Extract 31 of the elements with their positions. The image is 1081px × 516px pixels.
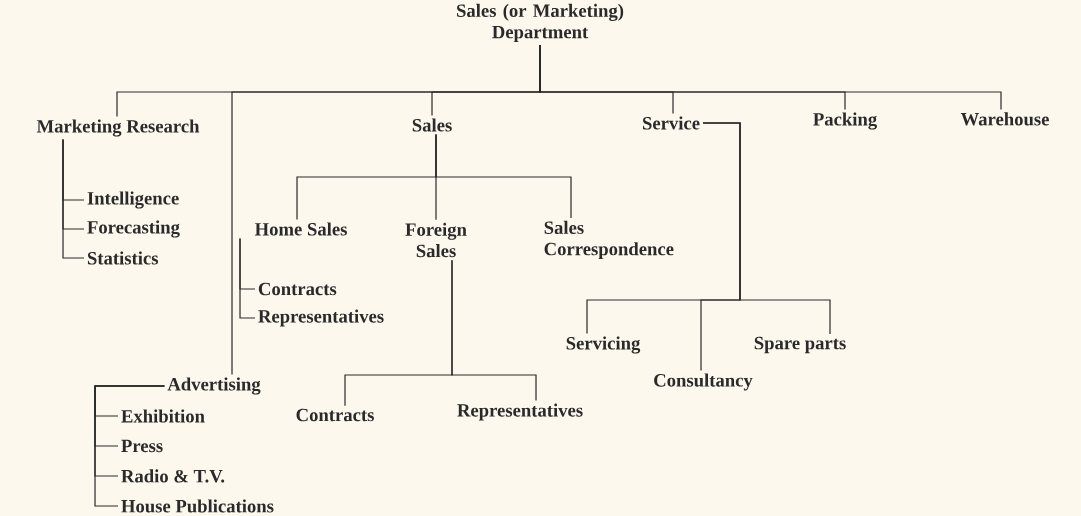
list-item: Radio & T.V.	[121, 469, 225, 483]
unit-label: Spare parts	[754, 336, 846, 354]
unit-label: Advertising	[167, 377, 261, 395]
unit-label: Packing	[813, 112, 877, 130]
unit-label: Consultancy	[654, 373, 753, 391]
department-heading: Sales (or Marketing) Department	[457, 3, 624, 43]
connector-line	[62, 138, 85, 259]
list-item: Representatives	[258, 309, 384, 327]
unit-label: Sales Correspondence	[544, 220, 674, 260]
unit-label: Home Sales	[254, 222, 347, 236]
unit-label: Representatives	[457, 403, 583, 421]
connector-line	[94, 385, 165, 507]
connector-line	[435, 133, 572, 219]
list-item: Exhibition	[121, 409, 205, 423]
list-item: Press	[121, 439, 163, 453]
connector-line	[702, 122, 831, 335]
unit-label: Marketing Research	[36, 119, 200, 137]
connector-line	[451, 259, 537, 402]
list-item: House Publications	[121, 499, 274, 513]
unit-label: Sales	[412, 118, 452, 132]
unit-label: Servicing	[566, 336, 641, 354]
list-item: Statistics	[87, 251, 159, 265]
list-item: Intelligence	[87, 191, 179, 209]
unit-label: Foreign Sales	[405, 222, 467, 258]
unit-label: Contracts	[296, 408, 374, 422]
connector-line	[231, 44, 541, 376]
list-item: Contracts	[258, 282, 337, 296]
unit-label: Warehouse	[960, 112, 1049, 126]
list-item: Forecasting	[87, 220, 180, 238]
unit-label: Service	[643, 116, 700, 130]
connector-line	[239, 237, 256, 319]
